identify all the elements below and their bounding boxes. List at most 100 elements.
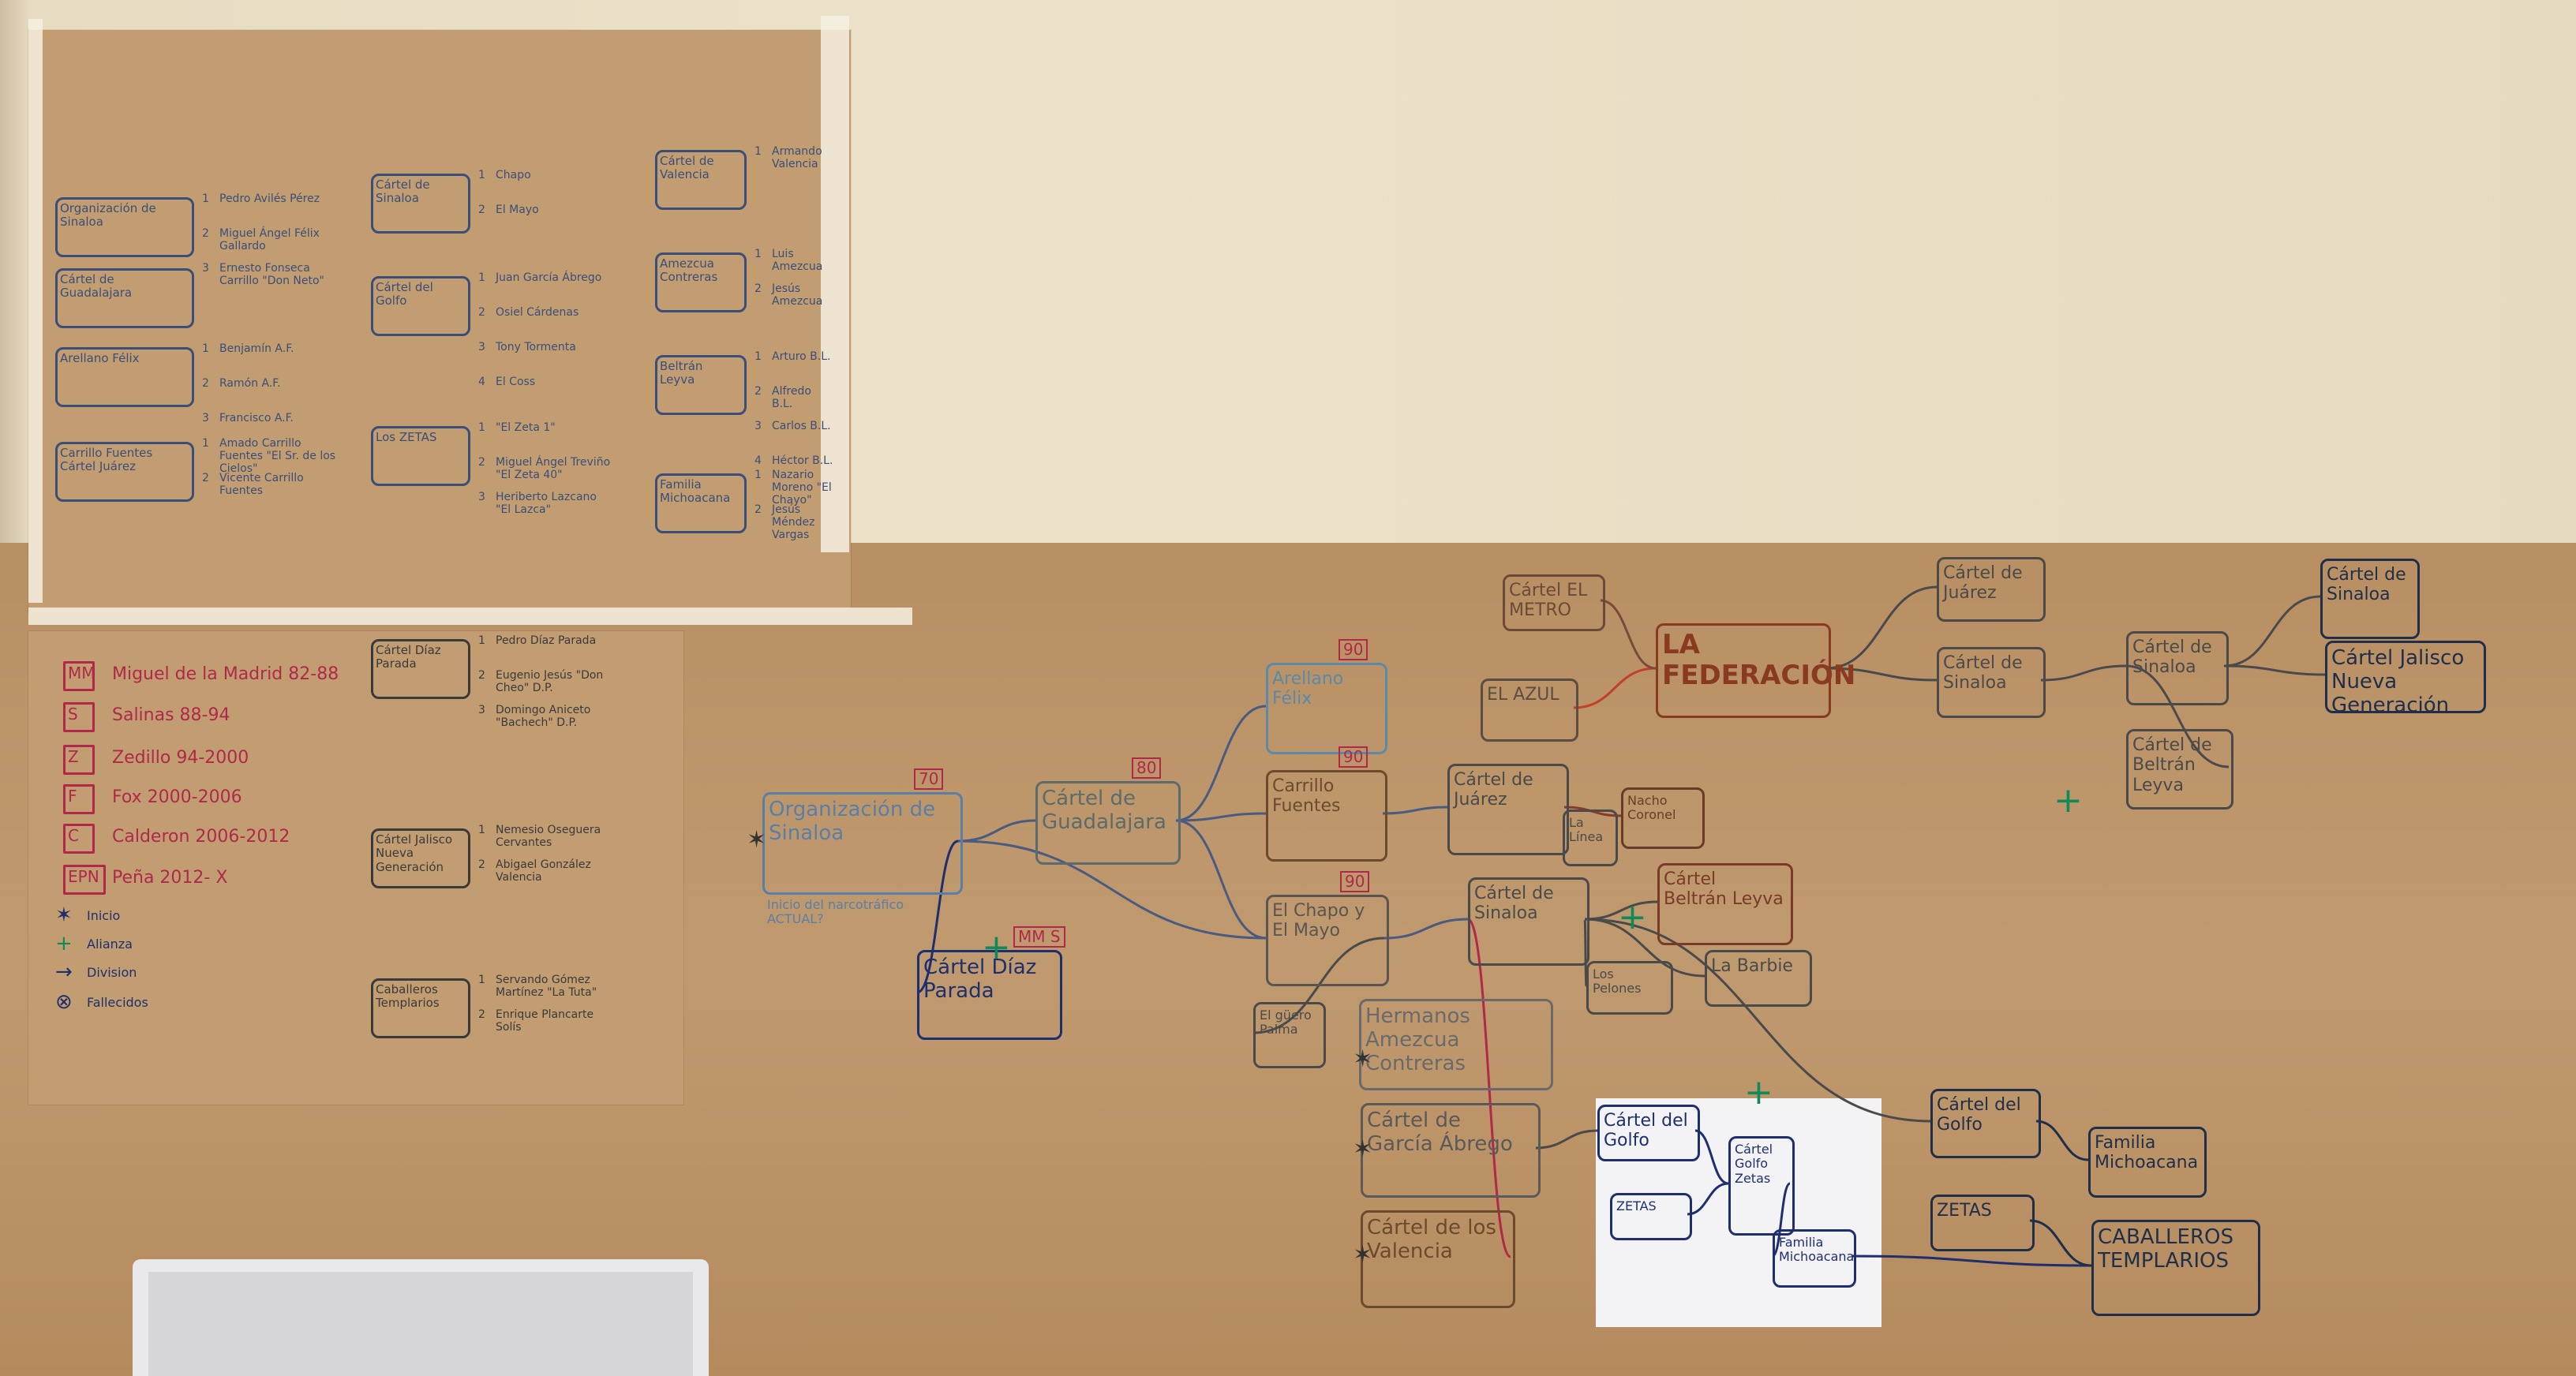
diagram-connector: [957, 819, 1036, 843]
member-number: 4: [478, 376, 485, 388]
diagram-node-azul: [1481, 679, 1578, 742]
reference-member: Benjamín A.F.: [219, 342, 294, 355]
reference-group-name: Beltrán Leyva: [660, 359, 703, 387]
diagram-node-label: Cártel de Sinaloa: [1943, 653, 2023, 694]
member-number: 1: [754, 248, 762, 260]
reference-member: Arturo B.L.: [772, 350, 831, 363]
president-code-box: [63, 745, 95, 775]
member-number: 1: [478, 421, 485, 434]
president-term: Calderon 2006-2012: [112, 827, 290, 847]
diagram-node-federacion: [1656, 623, 1831, 718]
reference-member: "El Zeta 1": [496, 421, 556, 434]
member-number: 3: [478, 704, 485, 716]
member-number: 3: [478, 491, 485, 503]
reference-member: Chapo: [496, 169, 531, 181]
diagram-node-guero: [1253, 1002, 1326, 1068]
reference-group-box: [371, 426, 470, 486]
reference-member: Nazario Moreno "El Chayo": [772, 469, 832, 507]
president-code: F: [68, 787, 77, 806]
reference-group-name: Caballeros Templarios: [376, 982, 440, 1011]
diagram-node-pelones: [1586, 961, 1673, 1015]
diagram-connector: [1825, 585, 1938, 670]
reference-member: Ramón A.F.: [219, 377, 281, 390]
member-number: 3: [478, 341, 485, 353]
president-code: Z: [68, 747, 79, 766]
member-number: 2: [478, 306, 485, 319]
reference-member: Eugenio Jesús "Don Cheo" D.P.: [496, 669, 604, 695]
alliance-cross-icon: +: [2054, 780, 2083, 821]
member-number: 1: [754, 145, 762, 158]
diagram-node-zetas-2: [1930, 1195, 2035, 1251]
member-number: 2: [478, 669, 485, 682]
member-number: 1: [478, 169, 485, 181]
reference-group-box: [655, 150, 747, 210]
reference-member: Pedro Díaz Parada: [496, 634, 597, 647]
diagram-connector: [1175, 812, 1267, 822]
diagram-node-golfo-2: [1930, 1089, 2041, 1158]
diagram-node-sinaloa-2: [1937, 647, 2046, 718]
diagram-connector: [1175, 705, 1267, 822]
member-number: 2: [202, 472, 209, 484]
diagram-node-label: Arellano Félix: [1272, 669, 1344, 709]
legend-symbol-icon: +: [55, 932, 73, 955]
president-term: Miguel de la Madrid 82-88: [112, 664, 339, 684]
reference-group-name: Cártel de Sinaloa: [376, 178, 430, 206]
reference-member: Tony Tormenta: [496, 341, 576, 353]
reference-group-box: [371, 174, 470, 234]
diagram-node-label: Cártel Díaz Parada: [923, 955, 1037, 1003]
president-code: C: [68, 826, 79, 845]
diagram-node-juarez-2: [1937, 557, 2046, 622]
reference-member: Abigael González Valencia: [496, 858, 591, 884]
diagram-node-diaz-parada: [917, 950, 1062, 1040]
diagram-node-sinaloa-3: [2126, 631, 2229, 705]
reference-group-box: [371, 276, 470, 336]
diagram-node-label: Cártel de Juárez: [1943, 563, 2023, 604]
reference-group-name: Los ZETAS: [376, 430, 437, 444]
diagram-node-label: Cártel del Golfo: [1604, 1111, 1688, 1151]
reference-group-name: Cártel de Guadalajara: [60, 272, 133, 301]
diagram-node-carrillo: [1266, 770, 1387, 862]
diagram-node-year-tag: 90: [1339, 639, 1368, 660]
reference-member: Carlos B.L.: [772, 420, 831, 432]
diagram-node-arellano: [1266, 663, 1387, 754]
reference-group-box: [371, 978, 470, 1038]
diagram-node-label: Hermanos Amezcua Contreras: [1365, 1004, 1470, 1075]
diagram-node-label: Cártel Golfo Zetas: [1735, 1142, 1773, 1186]
start-star-icon: ✶: [1353, 1045, 1373, 1073]
diagram-node-metro: [1503, 574, 1605, 631]
reference-group-name: Familia Michoacana: [660, 477, 731, 506]
tape-strip: [28, 19, 43, 603]
reference-group-name: Amezcua Contreras: [660, 256, 718, 285]
alliance-cross-icon: +: [1744, 1072, 1773, 1112]
reference-group-box: [55, 442, 194, 502]
reference-member: Vicente Carrillo Fuentes: [219, 472, 304, 498]
reference-member: Jesús Amezcua: [772, 282, 823, 308]
diagram-connector: [2125, 664, 2230, 768]
diagram-node-barbie: [1705, 950, 1812, 1007]
reference-member: Alfredo B.L.: [772, 385, 811, 411]
diagram-node-label: Nacho Coronel: [1627, 793, 1676, 823]
reference-group-name: Cártel de Valencia: [660, 154, 714, 182]
diagram-node-linea: [1563, 810, 1618, 866]
diagram-node-label: La Barbie: [1711, 956, 1793, 976]
diagram-node-beltran: [1657, 863, 1793, 945]
reference-member: Osiel Cárdenas: [496, 306, 579, 319]
diagram-node-year-tag: 90: [1339, 746, 1368, 768]
reference-member: Miguel Ángel Treviño "El Zeta 40": [496, 456, 611, 482]
tape-strip: [821, 16, 849, 552]
diagram-node-label: Los Pelones: [1593, 967, 1642, 996]
diagram-node-label: Cártel de García Ábrego: [1367, 1109, 1513, 1156]
legend-symbol-label: Inicio: [87, 908, 121, 923]
diagram-node-label: Cártel Jalisco Nueva Generación: [2331, 646, 2465, 717]
reference-member: Ernesto Fonseca Carrillo "Don Neto": [219, 262, 324, 288]
imac-monitor: [133, 1259, 709, 1376]
diagram-connector: [1573, 667, 1657, 709]
reference-member: Héctor B.L.: [772, 454, 833, 467]
reference-group-name: Carrillo Fuentes Cártel Juárez: [60, 446, 153, 474]
diagram-connector: [2223, 664, 2326, 676]
start-star-icon: ✶: [747, 826, 767, 854]
member-number: 1: [478, 271, 485, 284]
diagram-node-zetas-1: [1610, 1193, 1692, 1240]
member-number: 2: [478, 1008, 485, 1021]
